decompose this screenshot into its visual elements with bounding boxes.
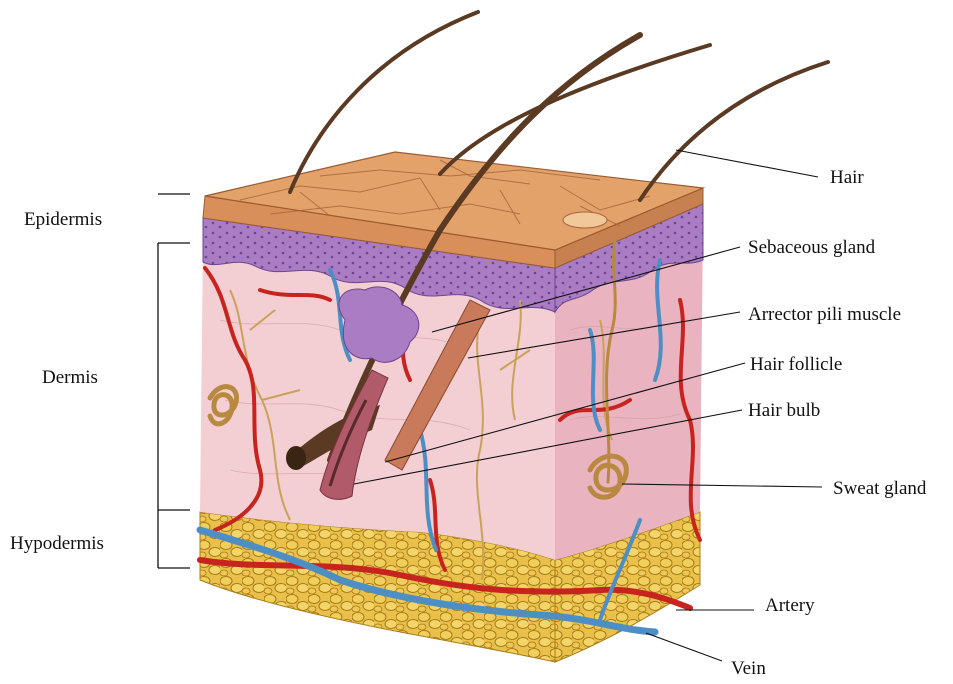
label-hypodermis: Hypodermis [10, 533, 104, 554]
label-artery: Artery [765, 595, 815, 616]
epidermis-bracket [158, 194, 190, 243]
label-sebaceous-gland: Sebaceous gland [748, 237, 876, 258]
hair-leader [676, 150, 818, 177]
label-vein: Vein [731, 658, 766, 679]
layer-brackets [158, 194, 190, 568]
label-sweat-gland: Sweat gland [833, 478, 927, 499]
label-dermis: Dermis [42, 367, 98, 388]
label-epidermis: Epidermis [24, 209, 102, 230]
label-arrector-pili-muscle: Arrector pili muscle [748, 304, 901, 325]
hypodermis-bracket [158, 510, 190, 568]
dermis-bracket [158, 243, 190, 510]
label-hair-follicle: Hair follicle [750, 354, 842, 375]
label-hair: Hair [830, 167, 864, 188]
vein-leader [646, 633, 722, 661]
label-hair-bulb: Hair bulb [748, 400, 820, 421]
pore [563, 212, 607, 228]
skin-block [200, 12, 828, 662]
